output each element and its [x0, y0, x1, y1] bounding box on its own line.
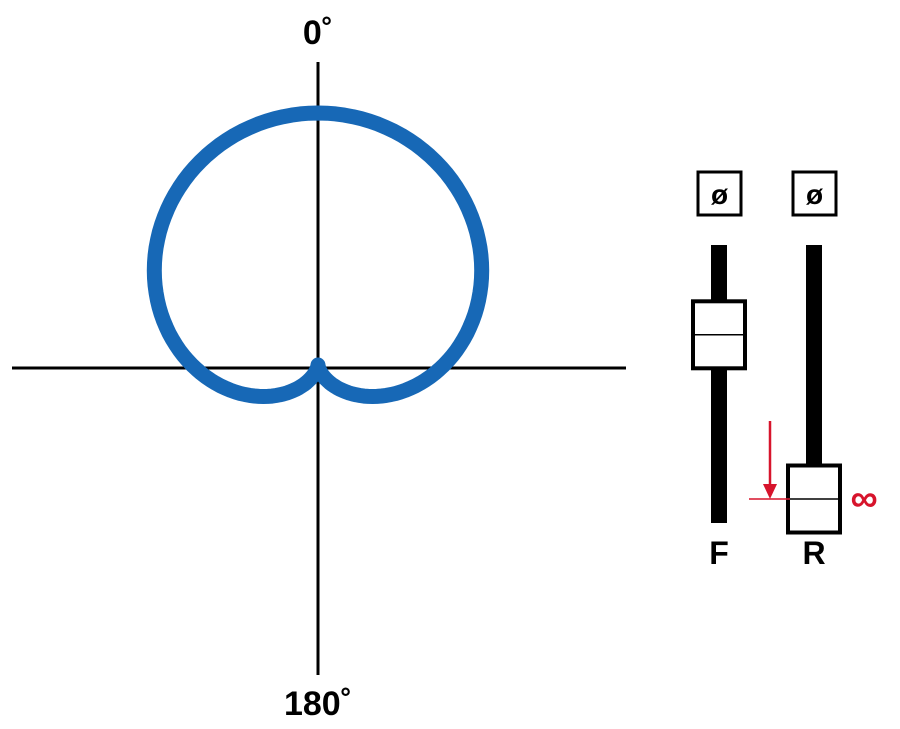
angle-label-0: 0˚	[303, 14, 333, 52]
front-phase-symbol: ø	[711, 179, 728, 210]
rear-fader-track[interactable]	[806, 245, 822, 523]
rear-phase-button[interactable]	[791, 170, 838, 217]
angle-label-180: 180˚	[284, 685, 352, 723]
front-channel-label: F	[709, 535, 729, 571]
rear-fader[interactable]: ø ∞ R	[749, 170, 878, 571]
front-fader[interactable]: ø F	[691, 170, 747, 571]
infinity-symbol: ∞	[850, 478, 877, 520]
front-fader-knob[interactable]	[691, 299, 747, 371]
polar-pattern-curve	[146, 105, 490, 404]
front-phase-button[interactable]	[696, 170, 743, 217]
infinity-arrow-head	[763, 484, 777, 499]
rear-fader-knob[interactable]	[786, 463, 842, 535]
rear-phase-symbol: ø	[806, 179, 823, 210]
front-fader-track[interactable]	[711, 245, 727, 523]
rear-channel-label: R	[802, 535, 825, 571]
